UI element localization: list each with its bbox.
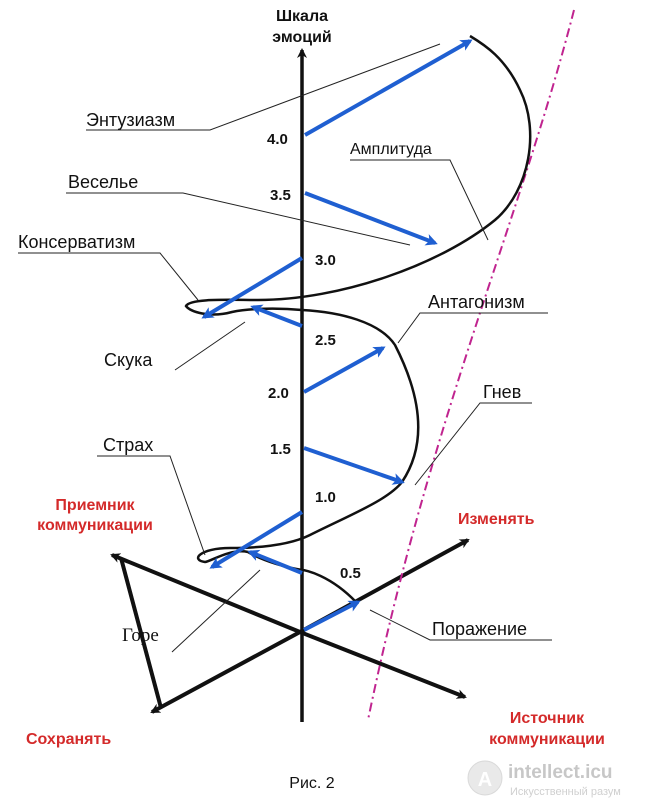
tick-3-5: 3.5 [270, 187, 291, 204]
emotion-vectors [201, 39, 473, 632]
leader-antagonism [397, 312, 548, 344]
label-receiver-line2: коммуникации [37, 517, 153, 534]
vector-grief [247, 549, 303, 575]
axis-title-line1: Шкала [276, 8, 328, 25]
label-source-line2: коммуникации [489, 731, 605, 748]
figure-caption: Рис. 2 [289, 775, 335, 792]
tick-3-0: 3.0 [315, 252, 336, 269]
label-source-line1: Источник [510, 710, 585, 727]
label-defeat: Поражение [432, 619, 527, 639]
emotion-spiral-curve [184, 34, 532, 603]
watermark-logo-icon [467, 760, 503, 796]
label-anger: Гнев [483, 382, 521, 402]
dashdot-guide-line [367, 9, 575, 721]
vector-enthusiasm [304, 39, 473, 137]
vector-defeat [303, 600, 361, 632]
vector-fear [209, 510, 304, 569]
label-antagonism: Антагонизм [428, 292, 525, 312]
tick-4-0: 4.0 [267, 131, 288, 148]
label-receiver-line1: Приемник [55, 497, 135, 514]
leader-defeat [369, 609, 552, 641]
vector-anger [303, 446, 405, 485]
label-change: Изменять [458, 511, 535, 528]
watermark-tagline: Искусственный разум [510, 786, 621, 798]
watermark-brand: intellect.icu [508, 762, 613, 783]
vector-boredom [250, 304, 303, 328]
axis-title-line2: эмоций [272, 29, 332, 46]
axis-source-line [299, 630, 467, 699]
leader-conservatism [18, 252, 199, 301]
leader-boredom [174, 321, 246, 371]
tick-0-5: 0.5 [340, 565, 361, 582]
axis-preserve-line [150, 630, 301, 714]
leader-anger [414, 402, 532, 486]
label-enthusiasm: Энтузиазм [86, 110, 175, 130]
label-preserve: Сохранять [26, 731, 111, 748]
leader-fear [97, 455, 206, 556]
leader-joy [66, 192, 411, 246]
label-conservatism: Консерватизм [18, 232, 135, 252]
leader-grief [171, 569, 261, 653]
axis-receiver-line [110, 553, 301, 634]
tick-1-0: 1.0 [315, 489, 336, 506]
label-amplitude: Амплитуда [350, 141, 432, 158]
vector-joy [304, 191, 438, 246]
label-fear: Страх [103, 435, 153, 455]
leader-amplitude [350, 159, 489, 241]
leader-lines [18, 43, 552, 653]
vector-conservatism [201, 256, 304, 319]
axis-receiver-preserve [119, 557, 163, 709]
label-grief: Горе [122, 625, 159, 646]
tick-2-0: 2.0 [268, 385, 289, 402]
tick-1-5: 1.5 [270, 441, 291, 458]
leader-enthusiasm [86, 43, 441, 131]
vector-antagonism [303, 346, 386, 394]
direction-axes [110, 538, 470, 714]
watermark: A intellect.icu Искусственный разум [467, 760, 621, 798]
tick-2-5: 2.5 [315, 332, 336, 349]
label-joy: Веселье [68, 172, 138, 192]
watermark-logo-letter: A [478, 769, 492, 791]
label-boredom: Скука [104, 350, 153, 370]
